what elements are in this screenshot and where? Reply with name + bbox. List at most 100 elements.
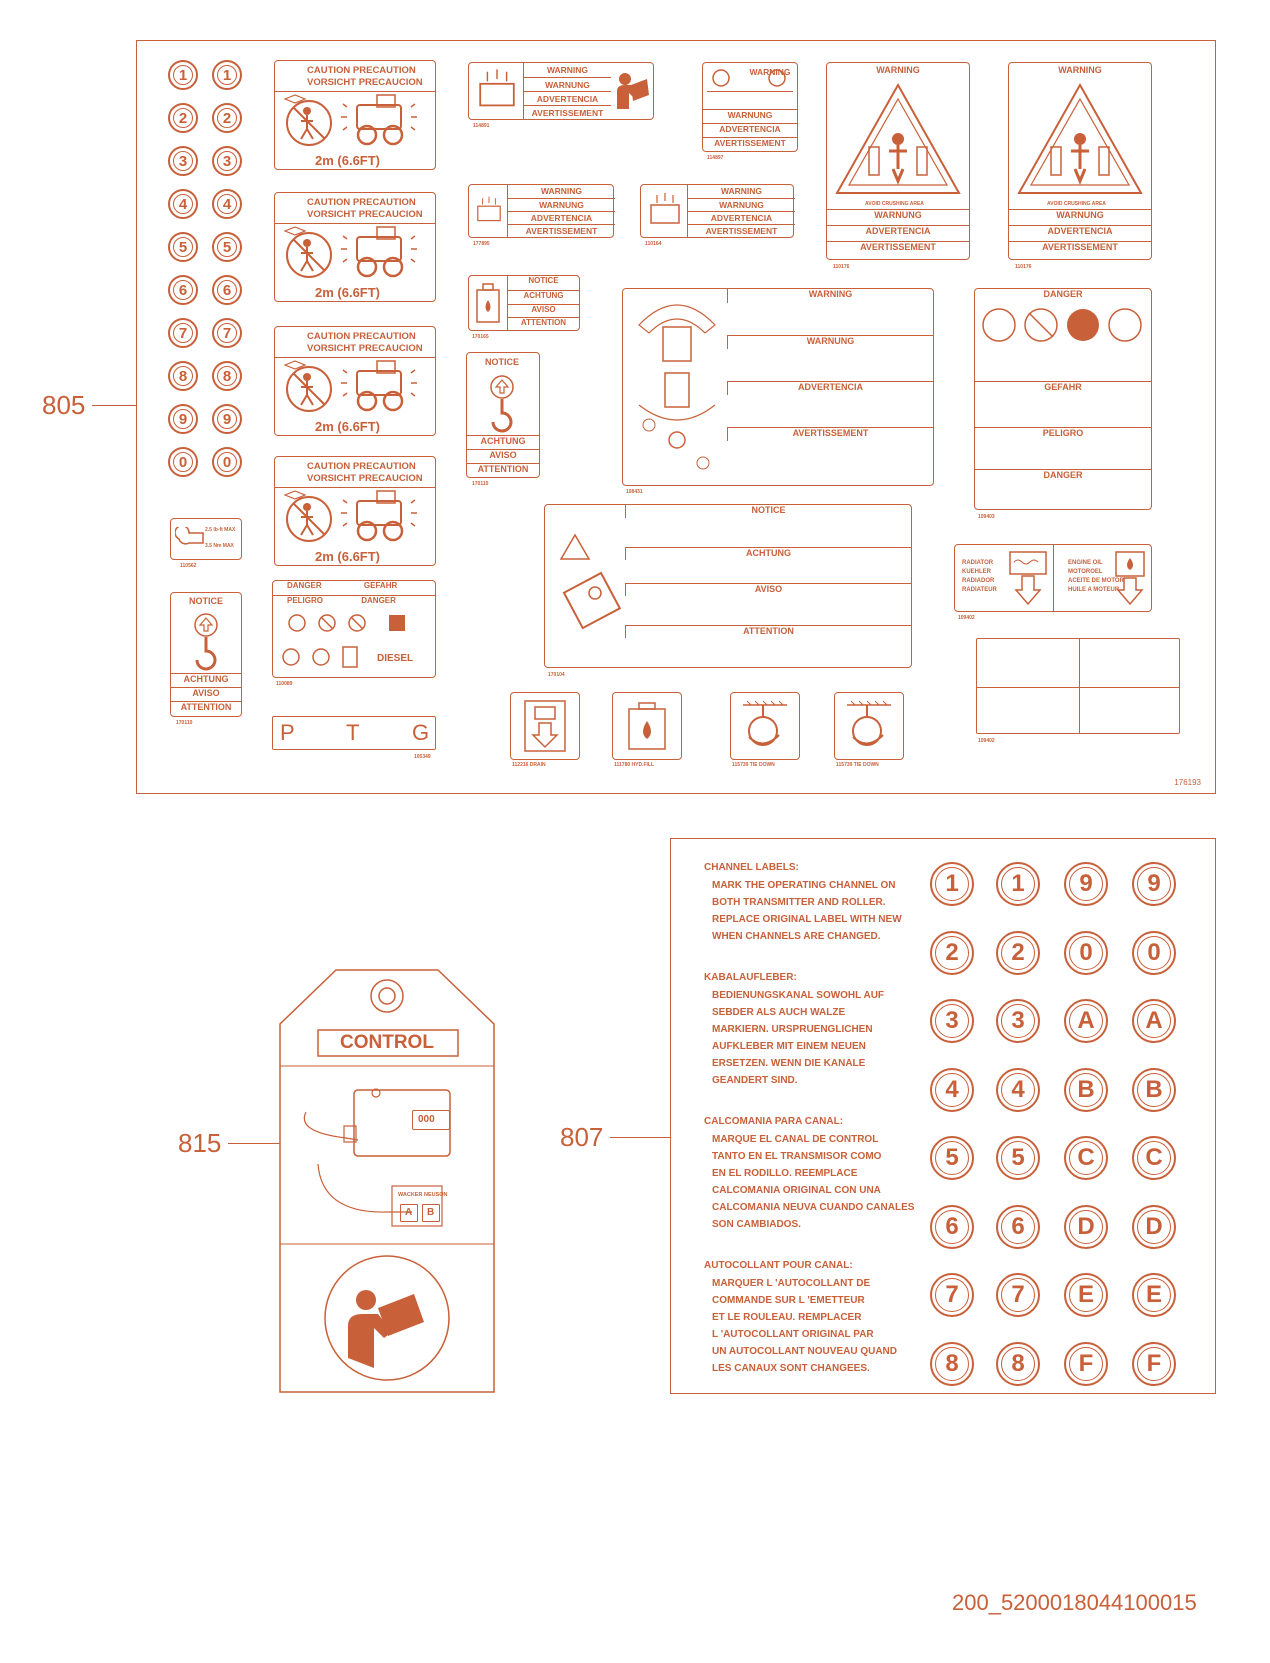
number-decal: 0 bbox=[168, 447, 198, 477]
part-number-109402: 109402 bbox=[978, 738, 995, 744]
hot-surface-warning-icon bbox=[473, 189, 505, 233]
callout-805-leader bbox=[92, 405, 136, 406]
channel-instruction-line: MARQUER L 'AUTOCOLLANT DE bbox=[712, 1278, 871, 1289]
torque-value-2: 3.5 Nm MAX bbox=[205, 543, 234, 549]
no-pedestrian-machine-icon bbox=[283, 226, 417, 278]
bottom-icon-label bbox=[612, 692, 682, 760]
notice-hook-label-left: NOTICE ACHTUNG AVISO ATTENTION bbox=[170, 592, 242, 717]
channel-button-b[interactable]: B bbox=[422, 1204, 440, 1222]
caution-distance: 2m (6.6FT) bbox=[315, 285, 381, 300]
torque-value-1: 2.5 lb-ft MAX bbox=[205, 527, 236, 533]
caution-divider bbox=[275, 223, 435, 224]
dm-row-gefahr: GEFAHR bbox=[975, 381, 1151, 395]
crush-caption: AVOID CRUSHING AREA bbox=[1047, 201, 1106, 207]
channel-button-a-label: A bbox=[405, 1207, 413, 1218]
caution-divider bbox=[275, 91, 435, 92]
notice-title: NOTICE bbox=[189, 596, 224, 606]
number-decal: 1 bbox=[168, 60, 198, 90]
channel-number-decal: D bbox=[1064, 1204, 1108, 1249]
channel-number-decal: E bbox=[1132, 1273, 1176, 1317]
ppe-icons bbox=[982, 308, 1142, 342]
channel-number-decal: F bbox=[1064, 1341, 1108, 1386]
channel-instruction-line: EN EL RODILLO. REEMPLACE bbox=[712, 1168, 858, 1179]
warning-row: WARNUNG bbox=[703, 109, 797, 123]
warning-row: AVERTISSEMENT bbox=[687, 224, 795, 237]
channel-number-decal: A bbox=[1064, 999, 1108, 1043]
warning-row: WARNUNG bbox=[687, 198, 795, 211]
manual-divider-h bbox=[977, 687, 1179, 688]
channel-number-decal: 6 bbox=[996, 1204, 1040, 1249]
ptg-label bbox=[272, 716, 436, 750]
channel-number-decal: 8 bbox=[930, 1341, 974, 1386]
number-decal: 2 bbox=[212, 103, 242, 133]
number-decal: 3 bbox=[212, 146, 242, 176]
sheet-number: 176193 bbox=[1174, 778, 1201, 787]
ir-row-advertencia: ADVERTENCIA bbox=[727, 381, 933, 395]
radiator-divider bbox=[1053, 545, 1054, 611]
channel-number-decal: 7 bbox=[930, 1273, 974, 1317]
warning-row: ADVERTENCIA bbox=[523, 91, 611, 105]
bottom-icon-label bbox=[730, 692, 800, 760]
bottom-icon-label bbox=[510, 692, 580, 760]
danger-manual-label: DANGER GEFAHR PELIGRO DANGER bbox=[974, 288, 1152, 510]
notice-title-center: NOTICE bbox=[485, 357, 520, 367]
channel-instruction-line: LES CANAUX SONT CHANGEES. bbox=[712, 1363, 870, 1374]
notice-hook-label-center: NOTICE ACHTUNG AVISO ATTENTION bbox=[466, 352, 540, 478]
number-decal: 8 bbox=[168, 361, 198, 391]
crush-warning-row: WARNUNG bbox=[827, 209, 969, 223]
channel-number-decal: 4 bbox=[930, 1067, 974, 1112]
callout-807-leader bbox=[610, 1137, 670, 1138]
hazard-icons bbox=[282, 614, 405, 668]
crush-warning-title: WARNING bbox=[1058, 65, 1102, 75]
engine-oil-text: ENGINE OIL bbox=[1068, 560, 1103, 566]
channel-number-decal: A bbox=[1132, 999, 1176, 1043]
part-number: 110164 bbox=[645, 241, 662, 247]
channel-instruction-line: TANTO EN EL TRANSMISOR COMO bbox=[712, 1151, 882, 1162]
part-number-108431: 108431 bbox=[626, 489, 643, 495]
radiator-icon bbox=[1009, 551, 1047, 606]
danger-text: DANGER bbox=[287, 581, 322, 590]
warning-row: WARNUNG bbox=[523, 77, 611, 91]
part-number: 114891 bbox=[473, 123, 490, 129]
channel-instruction-line: WHEN CHANNELS ARE CHANGED. bbox=[712, 931, 881, 942]
caution-title-2: VORSICHT PRECAUCION bbox=[307, 473, 423, 484]
fluid-row-attention: ATTENTION bbox=[507, 317, 579, 330]
bottom-label-caption: 115739 TIE DOWN bbox=[836, 762, 879, 768]
number-decal: 6 bbox=[212, 275, 242, 305]
caution-title-1: CAUTION PRECAUTION bbox=[307, 461, 416, 472]
channel-number-decal: 2 bbox=[930, 930, 974, 975]
channel-number-decal: 5 bbox=[996, 1136, 1040, 1180]
bottom-label-caption: 112216 DRAIN bbox=[512, 762, 546, 768]
number-decal: 7 bbox=[212, 318, 242, 348]
control-tag-815 bbox=[279, 969, 495, 1393]
channel-button-a[interactable]: A bbox=[400, 1204, 418, 1222]
channel-number-decal: C bbox=[1064, 1136, 1108, 1180]
part-number-170110-center: 170110 bbox=[472, 481, 489, 487]
manual-divider-v bbox=[1079, 639, 1080, 733]
channel-number-decal: B bbox=[1132, 1067, 1176, 1112]
ptg-letter-g: G bbox=[412, 720, 430, 745]
brand-label: WACKER NEUSON bbox=[398, 1192, 448, 1198]
crush-hazard-icon bbox=[1015, 81, 1145, 197]
engine-tilt-icon bbox=[559, 533, 622, 630]
channel-instruction-line: UN AUTOCOLLANT NOUVEAU QUAND bbox=[712, 1346, 897, 1357]
number-decal: 5 bbox=[212, 232, 242, 262]
counter-display: 000 bbox=[412, 1110, 450, 1130]
number-decal: 1 bbox=[212, 60, 242, 90]
caution-title-2: VORSICHT PRECAUCION bbox=[307, 209, 423, 220]
number-decal: 0 bbox=[212, 447, 242, 477]
channel-instruction-line: COMMANDE SUR L 'EMETTEUR bbox=[712, 1295, 865, 1306]
warning-row: WARNUNG bbox=[507, 198, 615, 211]
warning-row: WARNING bbox=[507, 185, 615, 198]
hook-row-aviso: AVISO bbox=[467, 449, 539, 463]
radiator-oil-label bbox=[954, 544, 1152, 612]
number-decal: 2 bbox=[168, 103, 198, 133]
torque-label: 2.5 lb-ft MAX 3.5 Nm MAX bbox=[170, 518, 242, 560]
counter-value: 000 bbox=[418, 1114, 435, 1125]
eo-row-aviso: AVISO bbox=[625, 583, 911, 596]
